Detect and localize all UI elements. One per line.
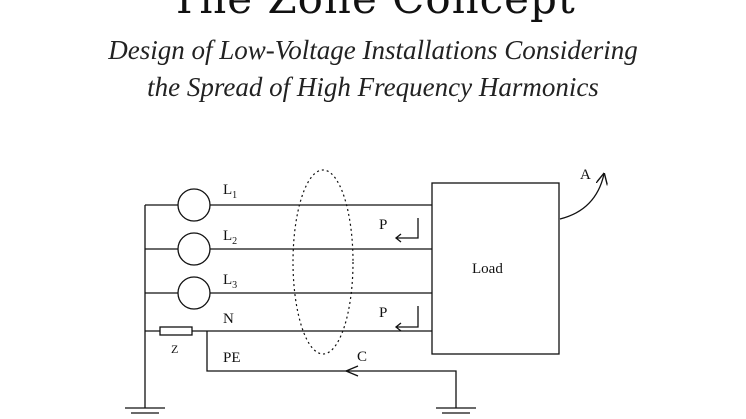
label-n: N	[223, 311, 234, 327]
label-pe: PE	[223, 350, 241, 366]
source-l2	[177, 232, 211, 266]
ground-symbol-right	[436, 407, 476, 414]
loop-p-top	[396, 218, 419, 239]
label-l1: L1	[223, 182, 237, 201]
label-load: Load	[472, 261, 503, 277]
line-pe	[206, 331, 457, 408]
load-box	[431, 182, 560, 355]
label-l2: L2	[223, 228, 237, 247]
label-p-bottom: P	[379, 305, 387, 321]
loop-p-bottom-arrow	[394, 322, 402, 332]
label-p-top: P	[379, 217, 387, 233]
subtitle-line-2: the Spread of High Frequency Harmonics	[147, 72, 599, 102]
current-arrow-a	[559, 174, 604, 220]
label-l3: L3	[223, 272, 237, 291]
current-zone-ellipse	[292, 169, 354, 355]
loop-p-top-arrow	[394, 233, 402, 243]
label-z: Z	[171, 342, 178, 356]
source-l1	[177, 188, 211, 222]
label-c: C	[357, 349, 367, 365]
subtitle-line-1: Design of Low-Voltage Installations Cons…	[108, 35, 638, 65]
source-l3	[177, 276, 211, 310]
loop-p-bottom	[396, 306, 419, 328]
current-arrow-c	[344, 365, 359, 377]
page-title: The Zone Concept	[0, 0, 746, 23]
ground-symbol-left	[125, 407, 165, 414]
label-a: A	[580, 167, 591, 183]
impedance-z	[159, 326, 193, 336]
